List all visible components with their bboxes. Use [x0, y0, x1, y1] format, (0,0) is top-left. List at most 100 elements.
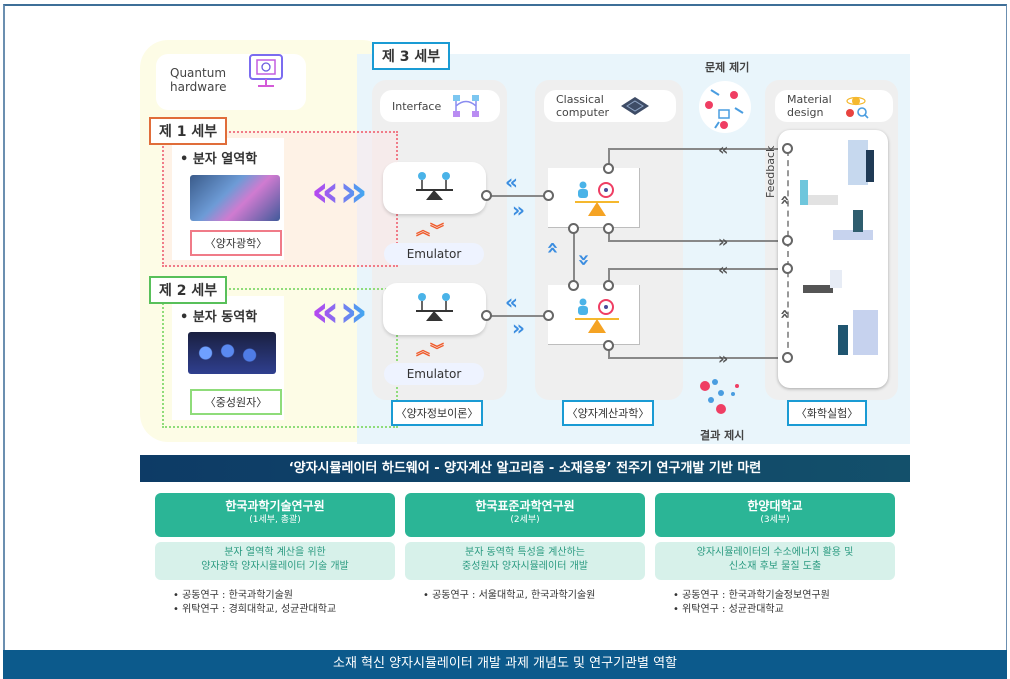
institution-card-3: 한양대학교 (3세부) 양자시뮬레이터의 수소에너지 활용 및 신소재 후보 물… [655, 493, 895, 617]
subproject-2-label: 〈중성원자〉 [190, 389, 282, 415]
chevron-up-icon: « [776, 194, 796, 206]
calculator-node-1 [548, 168, 640, 228]
interface-label: 〈양자정보이론〉 [391, 400, 483, 426]
network-icon [453, 95, 480, 117]
connector-line [608, 268, 610, 286]
connector-dot [603, 223, 614, 234]
institution-header: 한국표준과학연구원 (2세부) [405, 493, 645, 537]
subproject-1-label: 〈양자광학〉 [190, 230, 282, 256]
subproject-1-tag: 제 1 세부 [149, 117, 228, 145]
connector-dot [603, 163, 614, 174]
subproject-2-topic: • 분자 동역학 [180, 310, 258, 325]
description-line: 중성원자 양자시뮬레이터 개발 [462, 561, 588, 572]
material-label: 〈화학실험〉 [787, 400, 867, 426]
balance-bulbs-icon [416, 293, 453, 321]
feedback-dashed-line [787, 150, 789, 358]
result-label: 결과 제시 [700, 429, 745, 442]
description-line: 분자 동역학 특성을 계산하는 [465, 547, 585, 558]
problem-label: 문제 제기 [705, 61, 750, 74]
emulator-node-1 [383, 162, 486, 214]
balance-person-clock-icon [575, 298, 619, 333]
connector-line [573, 229, 575, 285]
connector-line [608, 345, 610, 357]
connector-dot [481, 310, 492, 321]
chevron-left-icon: « [505, 170, 518, 194]
atom-gear-icon [845, 96, 869, 119]
description-line: 양자시뮬레이터의 수소에너지 활용 및 [696, 547, 854, 558]
institution-description: 분자 열역학 계산을 위한 양자광학 양자시뮬레이터 기술 개발 [155, 542, 395, 580]
quantum-computer-icon [249, 54, 283, 87]
connector-line [608, 268, 788, 270]
institution-card-1: 한국과학기술연구원 (1세부, 총괄) 분자 열역학 계산을 위한 양자광학 양… [155, 493, 395, 617]
connector-line [608, 229, 610, 241]
molecule-result-icon [700, 379, 739, 414]
connector-dot [782, 352, 793, 363]
interface-header: Interface [380, 90, 500, 122]
connector-line [608, 148, 610, 170]
chevron-left-icon: « [718, 140, 729, 159]
molecule-problem-icon [699, 81, 751, 133]
connector-line [608, 357, 788, 359]
connector-dot [603, 280, 614, 291]
institution-notes: • 공동연구 : 서울대학교, 한국과학기술원 [405, 589, 645, 603]
bidirectional-chevron-1: «» [311, 166, 368, 217]
institution-header: 한국과학기술연구원 (1세부, 총괄) [155, 493, 395, 537]
connector-line [487, 315, 549, 317]
subproject-2-box [162, 288, 398, 428]
classical-title-line2: computer [556, 106, 610, 119]
classical-title-line1: Classical [556, 93, 604, 106]
chevron-right-icon: » [512, 316, 525, 340]
note-item: • 위탁연구 : 경희대학교, 성균관대학교 [173, 604, 337, 615]
chevron-right-icon: » [512, 198, 525, 222]
institution-description: 분자 동역학 특성을 계산하는 중성원자 양자시뮬레이터 개발 [405, 542, 645, 580]
classical-label: 〈양자계산과학〉 [562, 400, 654, 426]
connector-dot [568, 280, 579, 291]
hardware-title: Quantum hardware [170, 66, 227, 94]
calculator-node-2 [548, 285, 640, 345]
hardware-title-line1: Quantum [170, 66, 227, 80]
material-title-line1: Material [787, 93, 832, 106]
subproject-1-topic: • 분자 열역학 [180, 152, 258, 167]
connector-dot [603, 340, 614, 351]
institution-name: 한국표준과학연구원 [475, 499, 575, 513]
emulator-node-2 [383, 283, 486, 335]
note-item: • 위탁연구 : 성균관대학교 [673, 604, 784, 615]
connector-dot [543, 190, 554, 201]
note-item: • 공동연구 : 한국과학기술정보연구원 [673, 590, 830, 601]
interface-title: Interface [392, 99, 442, 113]
hardware-title-line2: hardware [170, 80, 227, 94]
institution-role: (3세부) [760, 515, 790, 525]
chevron-right-icon: » [718, 232, 729, 251]
connector-dot [568, 223, 579, 234]
institution-name: 한양대학교 [747, 499, 803, 513]
chevron-up-icon: « [776, 308, 796, 320]
connector-dot [782, 263, 793, 274]
bidirectional-chevron-2: «» [311, 286, 368, 337]
institution-role: (2세부) [510, 515, 540, 525]
chip-icon [621, 97, 650, 115]
subproject-3-tag: 제 3 세부 [372, 42, 451, 70]
description-line: 양자광학 양자시뮬레이터 기술 개발 [201, 561, 349, 572]
feedback-label: Feedback [764, 145, 777, 198]
figure-caption: 소재 혁신 양자시뮬레이터 개발 과제 개념도 및 연구기관별 역할 [3, 650, 1007, 679]
quantum-optics-image [190, 175, 280, 221]
up-down-arrows-icon: ︽︾ [416, 223, 444, 239]
connector-dot [543, 310, 554, 321]
interface-column [372, 80, 507, 400]
connector-dot [782, 143, 793, 154]
chevron-down-icon: » [572, 253, 597, 267]
up-down-arrows-icon: ︽︾ [416, 343, 444, 359]
note-item: • 공동연구 : 서울대학교, 한국과학기술원 [423, 590, 596, 601]
emulator-label-1: Emulator [384, 243, 484, 265]
connector-dot [481, 190, 492, 201]
chevron-up-icon: « [541, 241, 566, 255]
institution-notes: • 공동연구 : 한국과학기술원 • 위탁연구 : 경희대학교, 성균관대학교 [155, 589, 395, 617]
connector-line [608, 148, 788, 150]
connector-dot [782, 235, 793, 246]
lifecycle-banner: ‘양자시뮬레이터 하드웨어 - 양자계산 알고리즘 - 소재응용’ 전주기 연구… [140, 455, 910, 482]
institution-notes: • 공동연구 : 한국과학기술정보연구원 • 위탁연구 : 성균관대학교 [655, 589, 895, 617]
connector-line [487, 195, 549, 197]
